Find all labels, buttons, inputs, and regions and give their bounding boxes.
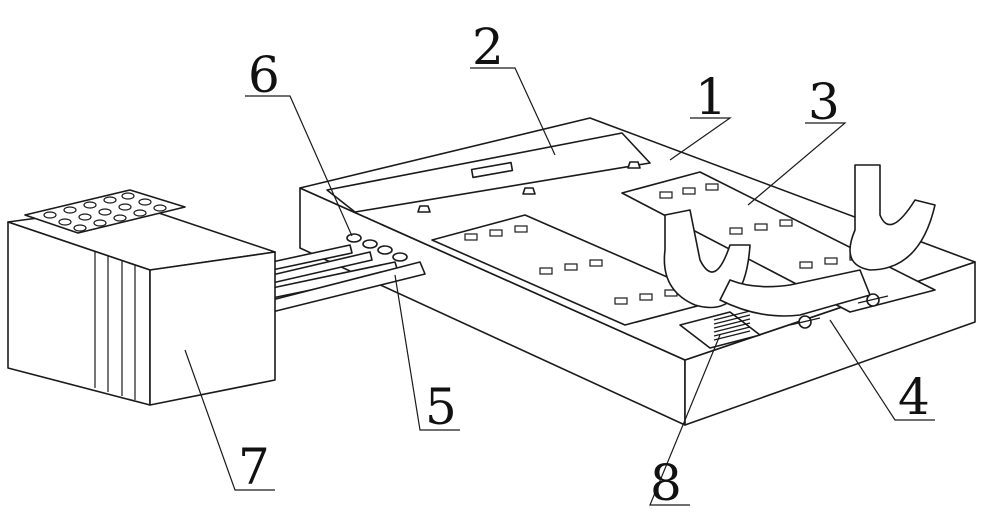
label-connector: 6 [248, 46, 280, 104]
leader-lines [184, 67, 935, 506]
label-spring: 8 [650, 454, 682, 512]
u-bracket [663, 164, 936, 329]
connectors [346, 233, 408, 262]
label-support-rail: 3 [808, 73, 840, 131]
top-panel [326, 132, 651, 213]
label-u-bracket: 4 [898, 368, 930, 426]
control-box [7, 189, 276, 406]
label-top-panel: 2 [472, 18, 504, 76]
tubes [271, 244, 426, 313]
label-base-platform: 1 [695, 68, 727, 126]
spring [679, 310, 761, 349]
label-tube: 5 [425, 378, 457, 436]
label-control-box: 7 [238, 438, 270, 496]
